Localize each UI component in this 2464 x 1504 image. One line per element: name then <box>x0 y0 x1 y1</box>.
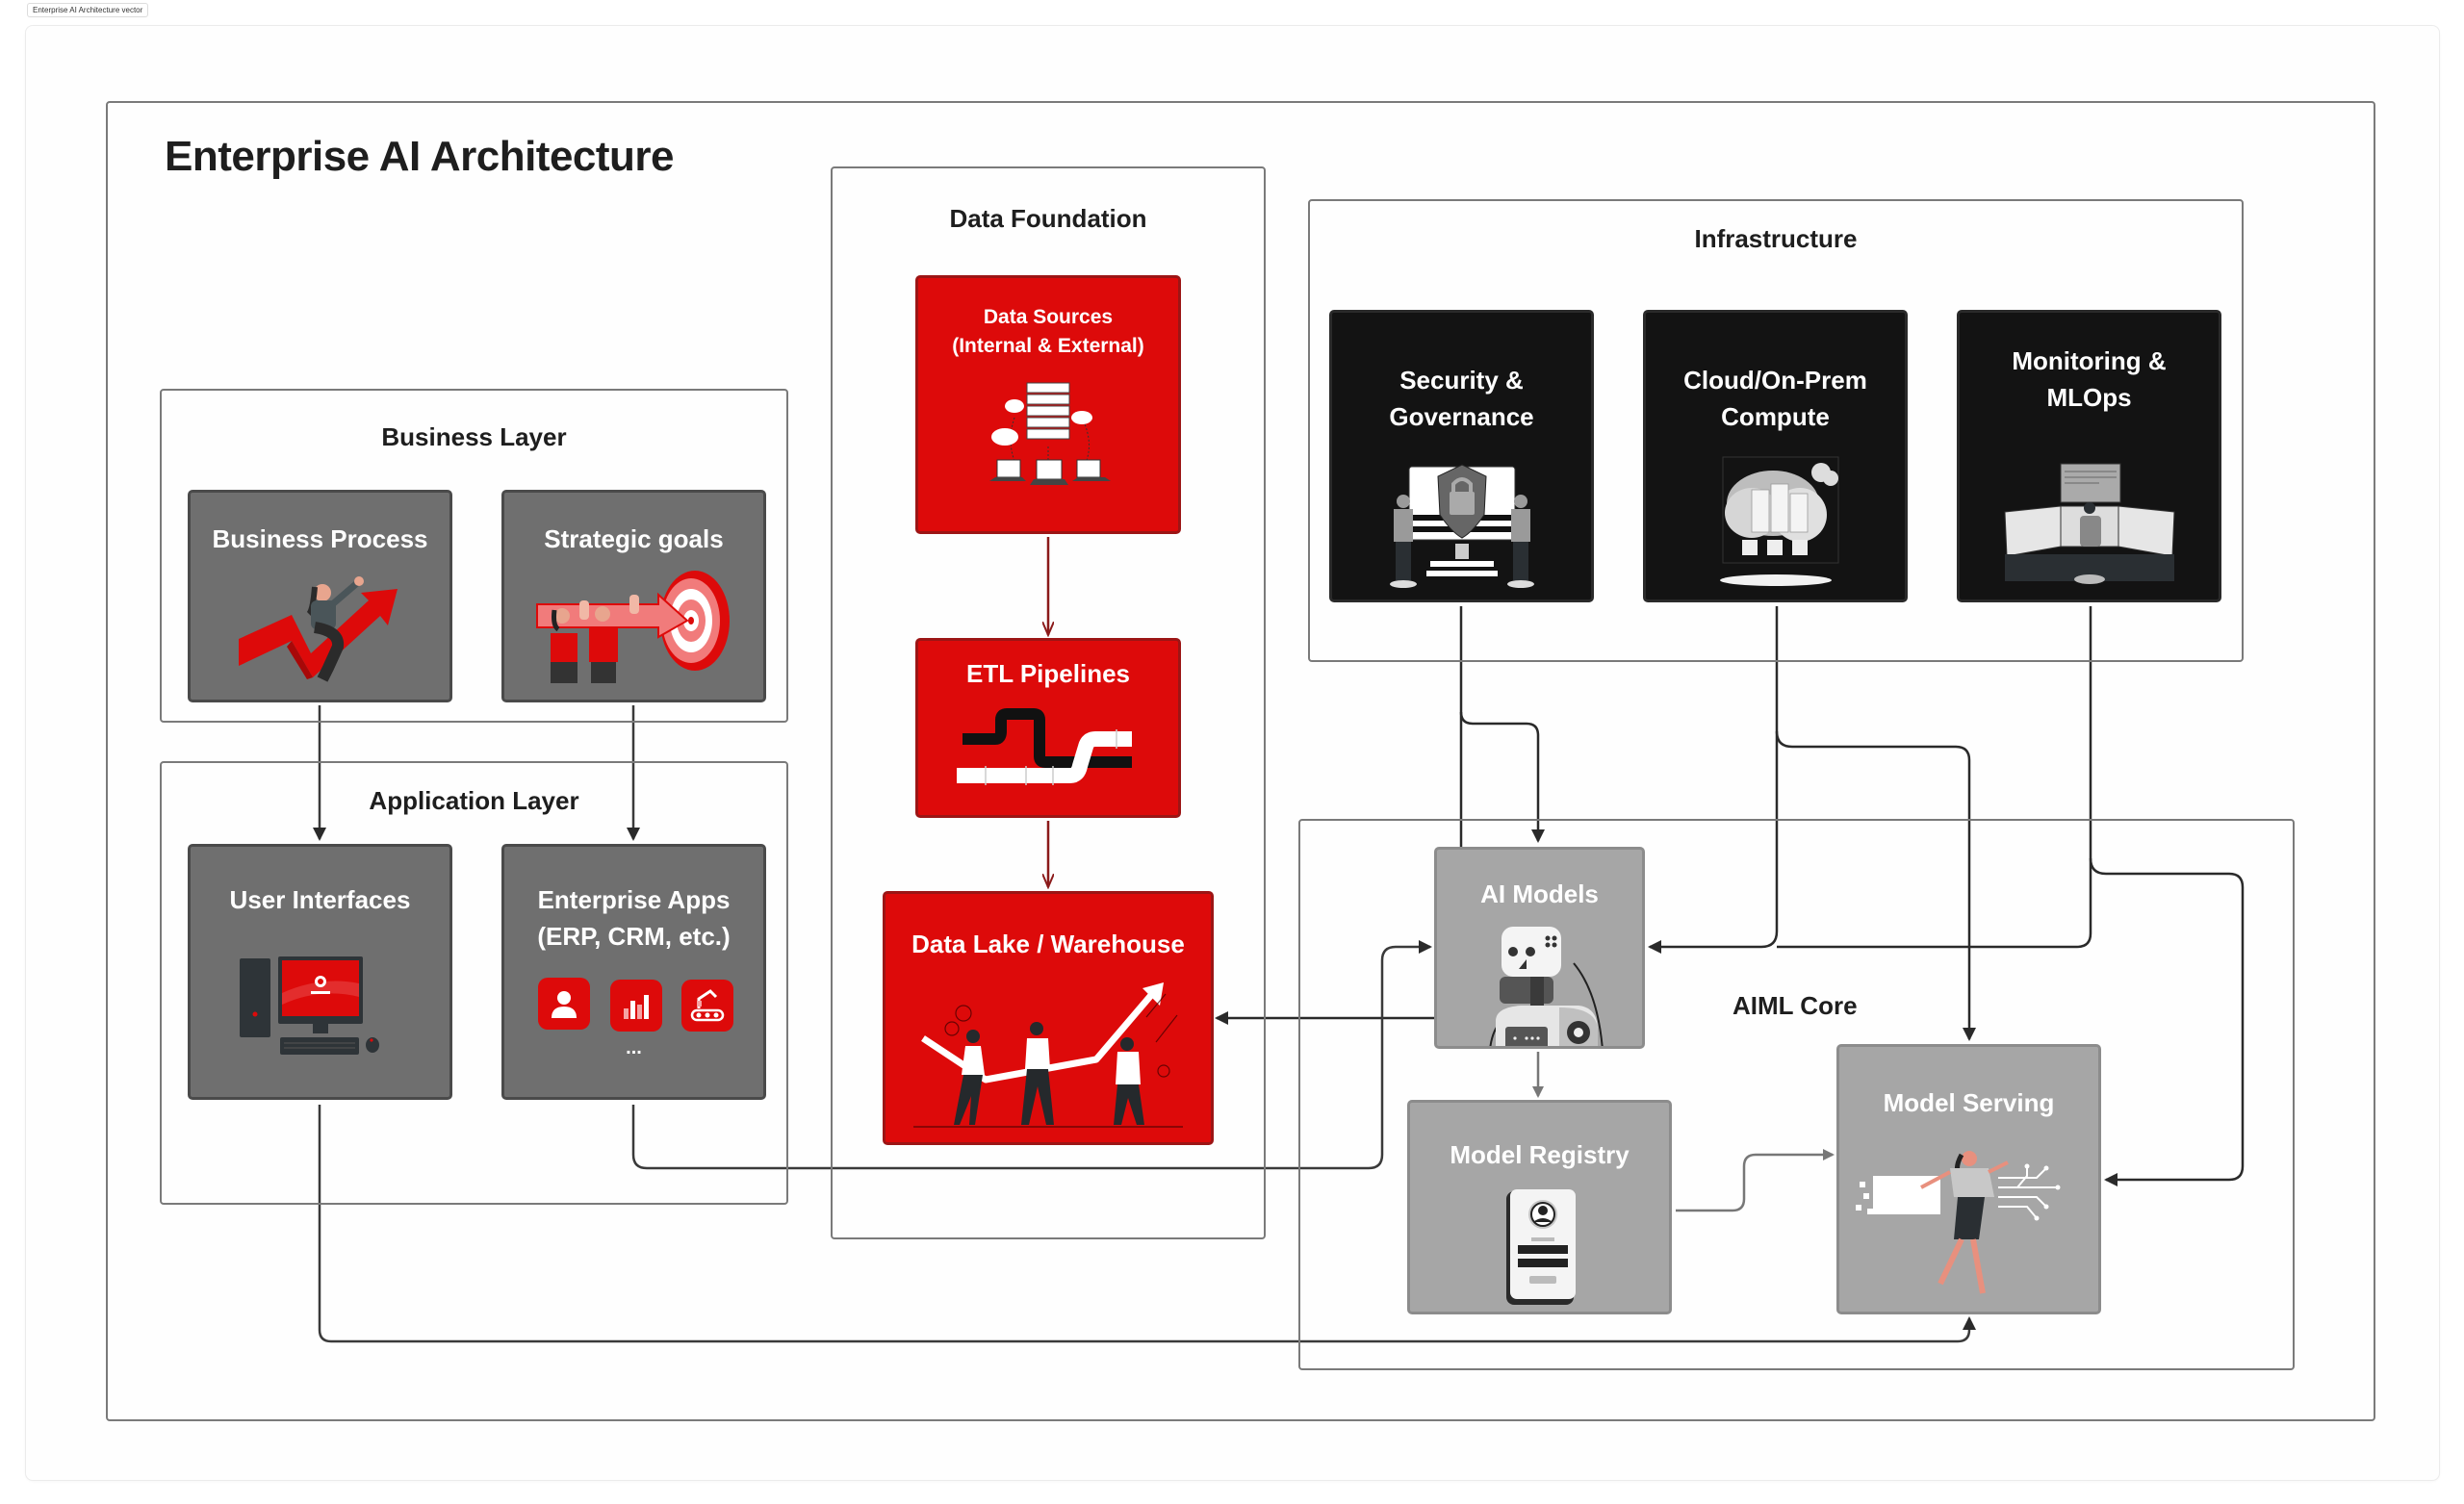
infrastructure-title: Infrastructure <box>1694 224 1858 253</box>
robot-icon <box>1489 927 1604 1046</box>
security-governance-label: Security & Governance <box>1332 363 1591 435</box>
data-sources-label: Data Sources (Internal & External) <box>918 303 1178 362</box>
enterprise-apps-label-line1: Enterprise Apps <box>537 885 731 914</box>
monitoring-mlops-label-line2: MLOps <box>2046 382 2132 412</box>
model-serving-label: Model Serving <box>1883 1088 2055 1117</box>
shield-lock-guards-icon <box>1389 464 1534 588</box>
model-registry-node[interactable]: Model Registry <box>1407 1100 1672 1314</box>
business-process-node[interactable]: Business Process <box>188 490 452 702</box>
data-lake-label: Data Lake / Warehouse <box>911 930 1185 958</box>
architecture-frame <box>106 101 2375 1421</box>
cloud-servers-icon <box>1719 456 1838 586</box>
robot-arm-conveyor-icon <box>681 980 733 1032</box>
enterprise-apps-label: Enterprise Apps (ERP, CRM, etc.) <box>504 882 763 955</box>
security-governance-label-line1: Security & <box>1399 366 1524 395</box>
user-icon <box>538 978 590 1030</box>
data-lake-node[interactable]: Data Lake / Warehouse <box>883 891 1214 1145</box>
team-lifting-growth-chart-icon <box>913 982 1183 1128</box>
security-governance-node[interactable]: Security & Governance <box>1329 310 1594 602</box>
data-sources-label-line2: (Internal & External) <box>952 335 1144 358</box>
model-registry-label: Model Registry <box>1450 1140 1630 1169</box>
etl-pipelines-node[interactable]: ETL Pipelines <box>915 638 1181 818</box>
monitoring-mlops-label-line1: Monitoring & <box>2012 346 2167 375</box>
user-interfaces-label: User Interfaces <box>229 885 411 914</box>
business-process-label: Business Process <box>212 524 428 553</box>
diagram-title: Enterprise AI Architecture <box>165 133 675 180</box>
pipes-icon <box>957 708 1132 785</box>
document-tab-label[interactable]: Enterprise AI Architecture vector <box>27 3 149 17</box>
enterprise-apps-label-line2: (ERP, CRM, etc.) <box>537 921 731 951</box>
cloud-compute-label-line1: Cloud/On-Prem <box>1683 366 1867 395</box>
data-foundation-group: Data Foundation <box>831 166 1266 1239</box>
enterprise-apps-node[interactable]: Enterprise Apps (ERP, CRM, etc.) ... <box>501 844 766 1100</box>
etl-pipelines-label: ETL Pipelines <box>965 659 1130 688</box>
aiml-core-group <box>1298 819 2295 1370</box>
strategic-goals-label: Strategic goals <box>544 524 724 553</box>
id-phone-icon <box>1505 1189 1576 1305</box>
data-foundation-title: Data Foundation <box>949 204 1147 233</box>
bar-chart-icon <box>610 980 662 1032</box>
monitoring-mlops-label: Monitoring & MLOps <box>1960 344 2219 416</box>
application-layer-group: Application Layer <box>160 761 788 1205</box>
running-woman-circuit-icon <box>1855 1151 2060 1294</box>
cloud-compute-label-line2: Compute <box>1721 401 1830 431</box>
data-sources-node[interactable]: Data Sources (Internal & External) <box>915 275 1181 534</box>
cloud-compute-node[interactable]: Cloud/On-Prem Compute <box>1643 310 1908 602</box>
infrastructure-group: Infrastructure <box>1308 199 2244 662</box>
control-room-icon <box>2003 463 2175 584</box>
ai-models-node[interactable]: AI Models <box>1434 847 1645 1049</box>
cloud-compute-label: Cloud/On-Prem Compute <box>1646 363 1905 435</box>
data-sources-label-line1: Data Sources <box>983 306 1114 328</box>
desktop-computer-icon <box>239 956 379 1055</box>
monitoring-mlops-node[interactable]: Monitoring & MLOps <box>1957 310 2221 602</box>
application-layer-title: Application Layer <box>369 786 579 815</box>
more-apps-ellipsis: ... <box>626 1037 642 1058</box>
user-interfaces-node[interactable]: User Interfaces <box>188 844 452 1100</box>
model-serving-node[interactable]: Model Serving <box>1836 1044 2101 1314</box>
target-arrow-icon <box>535 571 730 683</box>
person-riding-growth-arrow-icon <box>238 576 398 682</box>
strategic-goals-node[interactable]: Strategic goals <box>501 490 766 702</box>
ai-models-label: AI Models <box>1480 879 1599 908</box>
aiml-core-title: AIML Core <box>1732 991 1858 1020</box>
server-network-icon <box>989 382 1111 485</box>
business-layer-group: Business Layer <box>160 389 788 723</box>
business-layer-title: Business Layer <box>381 422 567 451</box>
security-governance-label-line2: Governance <box>1389 401 1534 431</box>
